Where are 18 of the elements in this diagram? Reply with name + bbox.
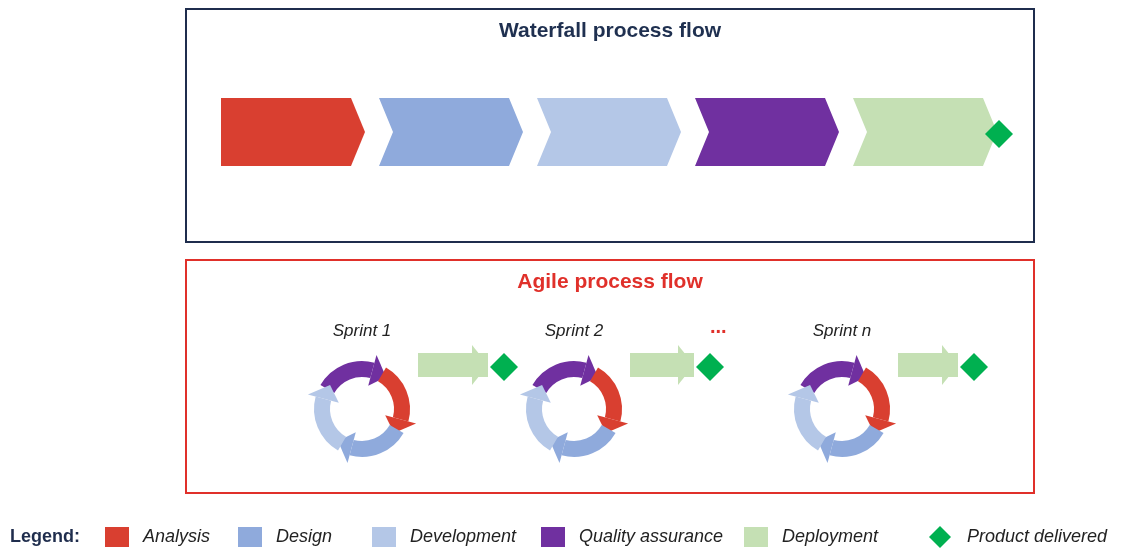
legend-text: Deployment	[782, 526, 879, 547]
block-arrow	[418, 345, 488, 385]
panel-title: Agile process flow	[517, 269, 703, 293]
block-arrow	[630, 345, 694, 385]
legend-text: Quality assurance	[579, 526, 724, 547]
ellipsis-mark: ...	[710, 315, 727, 338]
legend-text: Product delivered	[967, 526, 1108, 547]
panel-frame	[185, 259, 1035, 494]
legend-text: Development	[410, 526, 517, 547]
sprint-label: Sprint 2	[543, 321, 605, 341]
sprint-label: Sprint n	[811, 321, 873, 341]
panel-title: Waterfall process flow	[498, 18, 722, 42]
legend-text: Design	[276, 526, 333, 547]
legend-text: Analysis	[143, 526, 211, 547]
sprint-label: Sprint 1	[331, 321, 393, 341]
panel-frame	[185, 8, 1035, 243]
legend-title: Legend:	[10, 526, 80, 547]
block-arrow	[898, 345, 958, 385]
